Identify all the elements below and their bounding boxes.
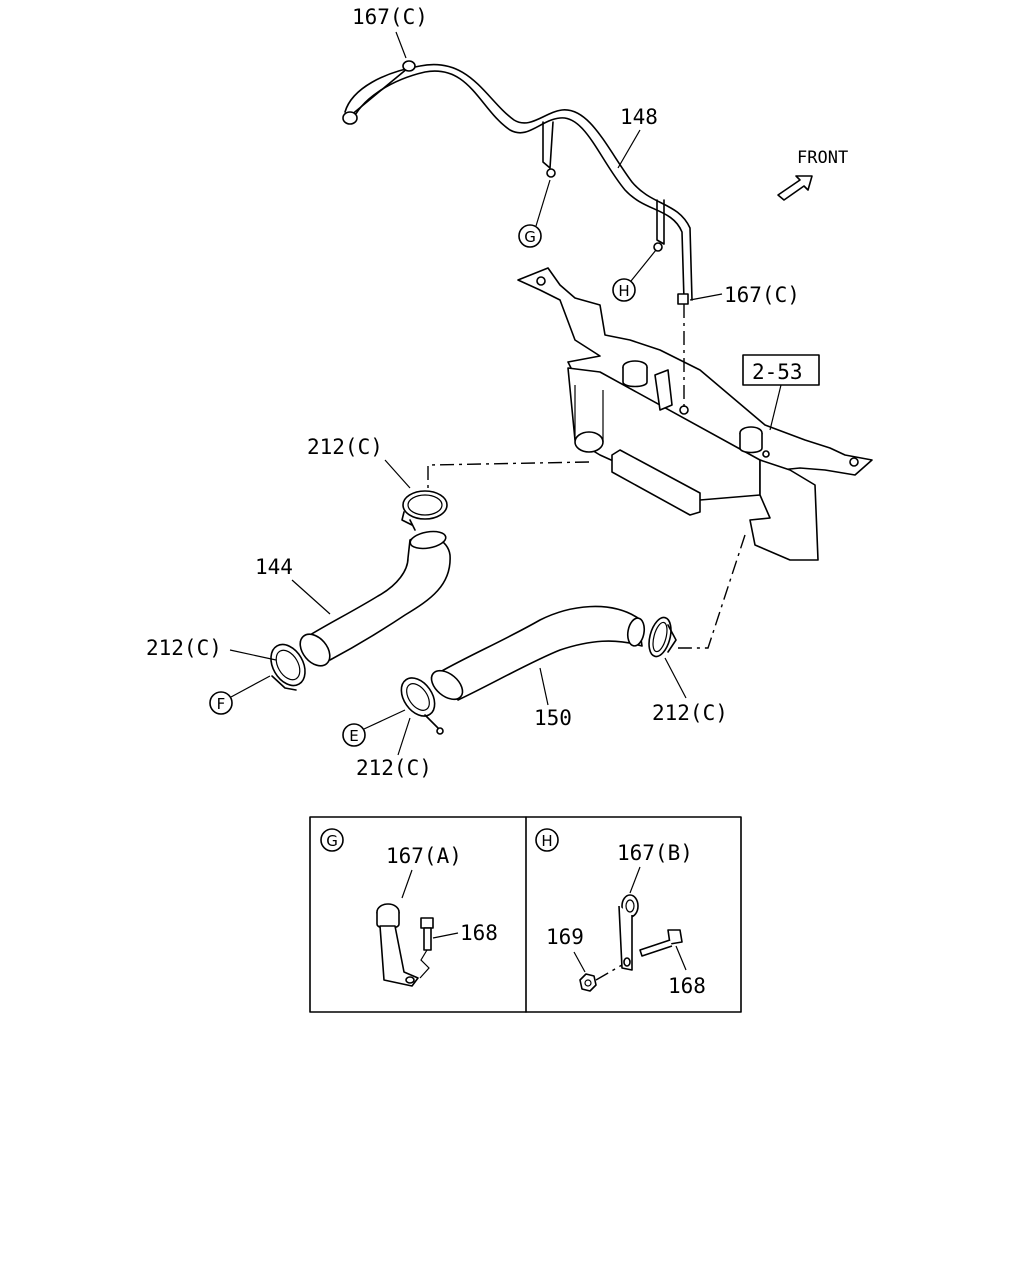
detail-h-part-label: 167(B)	[617, 841, 693, 865]
callout-f: F	[209, 675, 271, 715]
bracket-167b	[618, 894, 639, 971]
detail-g: G 167(A) 168	[320, 828, 498, 987]
label-167c-top: 167(C)	[352, 5, 428, 29]
detail-h-bolt-label: 168	[668, 974, 706, 998]
svg-text:H: H	[618, 282, 629, 300]
front-label: FRONT	[797, 148, 848, 168]
label-167c-right: 167(C)	[724, 283, 800, 307]
svg-text:E: E	[349, 727, 358, 745]
bolt-168-h	[639, 929, 683, 957]
clamp-212c-bottom	[400, 677, 444, 735]
svg-text:G: G	[524, 228, 536, 246]
label-212c-left: 212(C)	[146, 636, 222, 660]
hose-150	[430, 605, 646, 701]
bracket-167a	[376, 903, 419, 987]
clamp-212c-left	[270, 643, 306, 691]
detail-h: H 167(B) 169 168	[535, 828, 706, 998]
callout-g: G	[518, 179, 551, 248]
label-212c-top: 212(C)	[307, 435, 383, 459]
svg-text:F: F	[217, 695, 226, 713]
connection-lines	[427, 304, 746, 649]
detail-h-tag: H	[541, 832, 552, 850]
intercooler-assembly	[517, 267, 873, 561]
front-arrow-icon	[777, 175, 813, 201]
label-148: 148	[620, 105, 658, 129]
label-144: 144	[255, 555, 293, 579]
label-150: 150	[534, 706, 572, 730]
callout-e: E	[342, 709, 406, 747]
detail-g-bolt-label: 168	[460, 921, 498, 945]
ref-box-frame	[742, 354, 820, 386]
clamp-212c-top	[401, 490, 448, 531]
detail-g-tag: G	[326, 832, 338, 850]
label-212c-bottom: 212(C)	[356, 756, 432, 780]
bolt-168-g	[419, 917, 434, 979]
detail-g-part-label: 167(A)	[386, 844, 462, 868]
label-212c-right: 212(C)	[652, 701, 728, 725]
nut-169	[579, 973, 597, 992]
clamp-212c-right	[648, 616, 677, 658]
detail-h-nut-label: 169	[546, 925, 584, 949]
callout-h: H	[612, 249, 657, 302]
pipe-148	[342, 60, 693, 305]
ref-box-label: 2-53	[752, 360, 803, 384]
hose-144	[299, 530, 451, 667]
